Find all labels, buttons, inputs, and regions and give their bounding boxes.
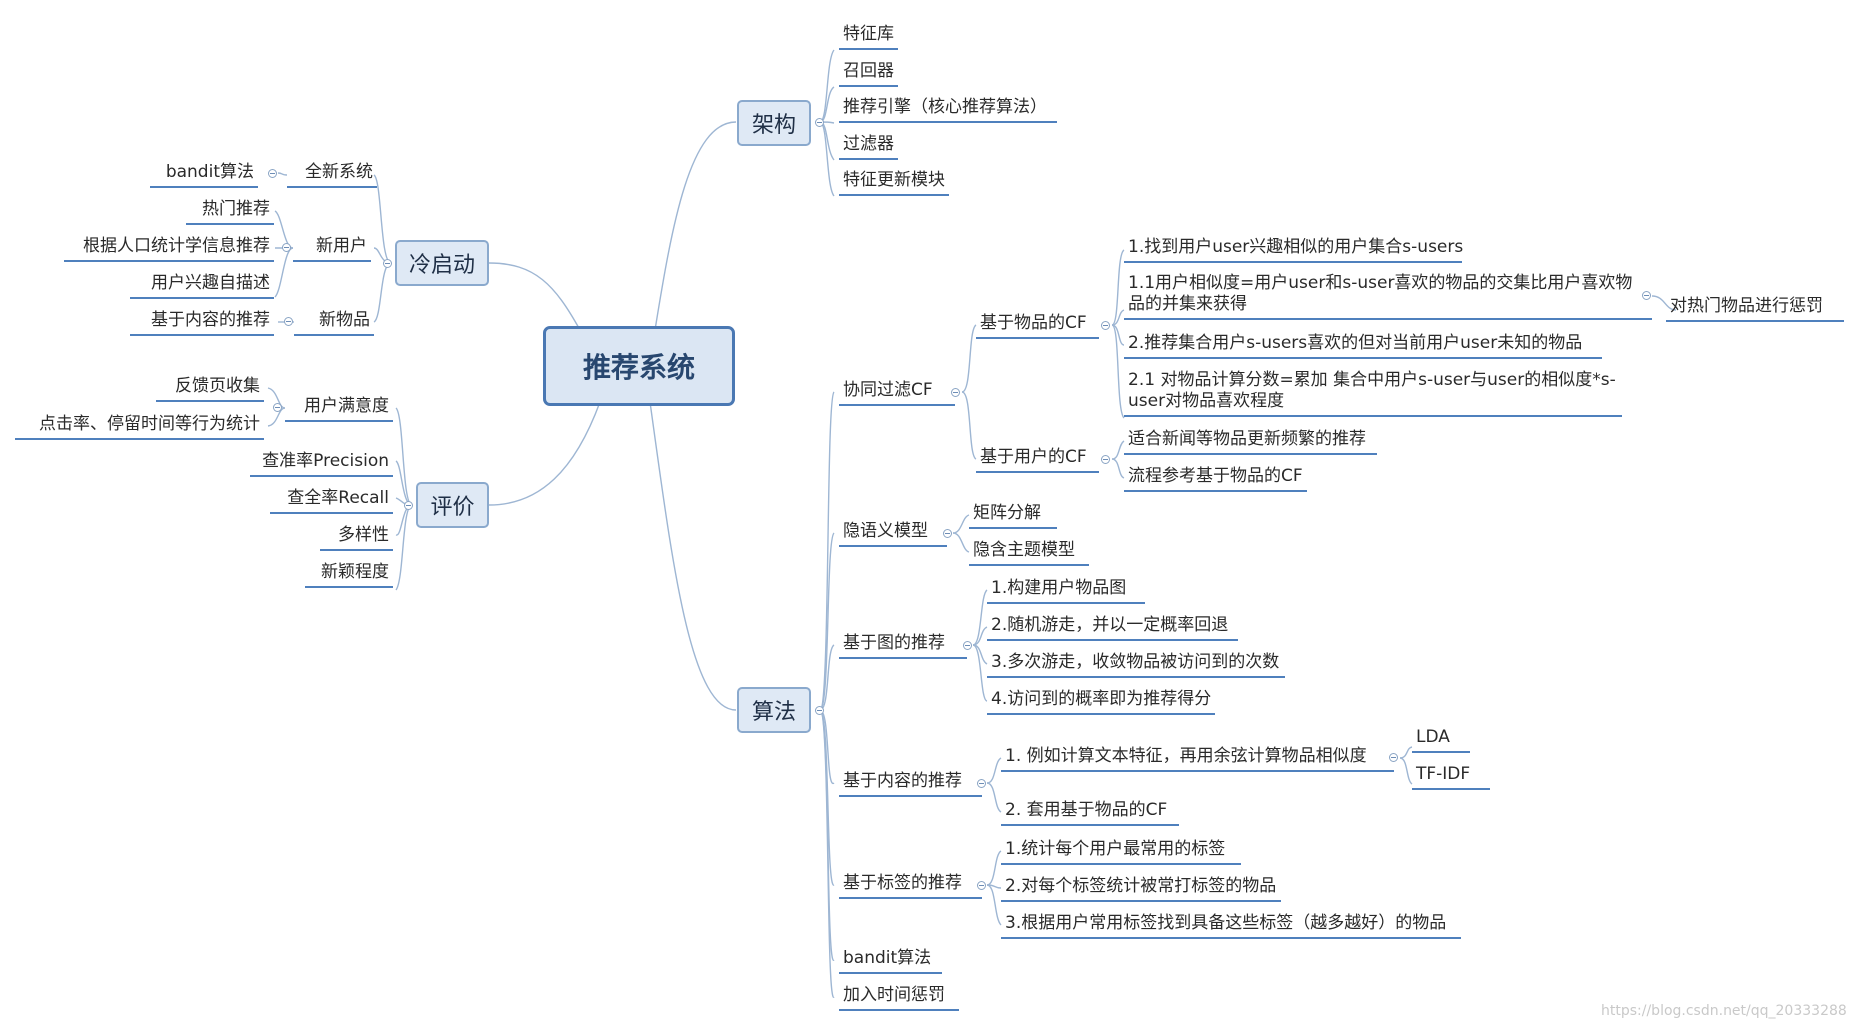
latent-topic[interactable]: 隐含主题模型 xyxy=(969,540,1089,566)
collapse-toggle-icon[interactable] xyxy=(383,259,392,268)
tag-step-1[interactable]: 1.统计每个用户最常用的标签 xyxy=(1001,839,1241,865)
arch-node-feature-update[interactable]: 特征更新模块 xyxy=(839,170,949,196)
content-step-1[interactable]: 1. 例如计算文本特征，再用余弦计算物品相似度 xyxy=(1001,746,1394,772)
root-label: 推荐系统 xyxy=(582,351,695,384)
item-cf-hot-penalty[interactable]: 对热门物品进行惩罚 xyxy=(1666,296,1844,322)
algo-time-penalty[interactable]: 加入时间惩罚 xyxy=(839,985,959,1011)
eval-satisfaction[interactable]: 用户满意度 xyxy=(285,396,393,422)
graph-step-2[interactable]: 2.随机游走，并以一定概率回退 xyxy=(987,615,1238,641)
collapse-toggle-icon[interactable] xyxy=(282,243,291,252)
collapse-toggle-icon[interactable] xyxy=(1642,291,1651,300)
algo-tag[interactable]: 基于标签的推荐 xyxy=(839,873,982,899)
root-node[interactable]: 推荐系统 xyxy=(543,326,735,406)
branch-evaluation-label: 评价 xyxy=(430,495,475,520)
arch-node-engine[interactable]: 推荐引擎（核心推荐算法） xyxy=(839,97,1057,123)
content-tfidf[interactable]: TF-IDF xyxy=(1412,764,1490,790)
algo-latent[interactable]: 隐语义模型 xyxy=(839,521,947,547)
tag-step-2[interactable]: 2.对每个标签统计被常打标签的物品 xyxy=(1001,876,1281,902)
collapse-toggle-icon[interactable] xyxy=(1101,321,1110,330)
content-lda[interactable]: LDA xyxy=(1412,727,1470,753)
coldstart-new-item[interactable]: 新物品 xyxy=(294,310,374,336)
user-cf-news[interactable]: 适合新闻等物品更新频繁的推荐 xyxy=(1124,429,1377,455)
collapse-toggle-icon[interactable] xyxy=(963,641,972,650)
collapse-toggle-icon[interactable] xyxy=(977,881,986,890)
user-cf-flow[interactable]: 流程参考基于物品的CF xyxy=(1124,466,1307,492)
arch-node-filter[interactable]: 过滤器 xyxy=(839,134,898,160)
content-step-2[interactable]: 2. 套用基于物品的CF xyxy=(1001,800,1179,826)
algo-graph[interactable]: 基于图的推荐 xyxy=(839,633,967,659)
collapse-toggle-icon[interactable] xyxy=(268,169,277,178)
coldstart-content-based[interactable]: 基于内容的推荐 xyxy=(130,310,274,336)
branch-cold-start[interactable]: 冷启动 xyxy=(395,240,489,286)
algo-item-cf[interactable]: 基于物品的CF xyxy=(976,313,1099,339)
graph-step-1[interactable]: 1.构建用户物品图 xyxy=(987,578,1145,604)
coldstart-demographic[interactable]: 根据人口统计学信息推荐 xyxy=(64,236,274,262)
eval-precision[interactable]: 查准率Precision xyxy=(250,451,393,477)
arch-node-recall[interactable]: 召回器 xyxy=(839,61,898,87)
collapse-toggle-icon[interactable] xyxy=(284,317,293,326)
branch-algorithms[interactable]: 算法 xyxy=(737,687,811,733)
coldstart-new-system[interactable]: 全新系统 xyxy=(287,162,377,188)
eval-recall[interactable]: 查全率Recall xyxy=(270,488,393,514)
branch-architecture[interactable]: 架构 xyxy=(737,100,811,146)
eval-behavior-stats[interactable]: 点击率、停留时间等行为统计 xyxy=(15,414,264,440)
collapse-toggle-icon[interactable] xyxy=(273,403,282,412)
eval-novelty[interactable]: 新颖程度 xyxy=(305,562,393,588)
tag-step-3[interactable]: 3.根据用户常用标签找到具备这些标签（越多越好）的物品 xyxy=(1001,913,1461,939)
eval-diversity[interactable]: 多样性 xyxy=(320,525,393,551)
collapse-toggle-icon[interactable] xyxy=(943,529,952,538)
collapse-toggle-icon[interactable] xyxy=(815,706,824,715)
collapse-toggle-icon[interactable] xyxy=(951,388,960,397)
arch-node-feature-store[interactable]: 特征库 xyxy=(839,24,898,50)
branch-architecture-label: 架构 xyxy=(751,113,796,138)
coldstart-new-user[interactable]: 新用户 xyxy=(293,236,371,262)
branch-evaluation[interactable]: 评价 xyxy=(416,482,489,528)
algo-cf[interactable]: 协同过滤CF xyxy=(839,380,955,406)
algo-user-cf[interactable]: 基于用户的CF xyxy=(976,447,1099,473)
collapse-toggle-icon[interactable] xyxy=(1389,753,1398,762)
graph-step-4[interactable]: 4.访问到的概率即为推荐得分 xyxy=(987,689,1215,715)
algo-bandit[interactable]: bandit算法 xyxy=(839,948,942,974)
collapse-toggle-icon[interactable] xyxy=(815,118,824,127)
item-cf-step-2-1[interactable]: 2.1 对物品计算分数=累加 集合中用户s-user与user的相似度*s-us… xyxy=(1124,370,1622,417)
collapse-toggle-icon[interactable] xyxy=(1101,455,1110,464)
item-cf-step-1[interactable]: 1.找到用户user兴趣相似的用户集合s-users xyxy=(1124,237,1463,263)
collapse-toggle-icon[interactable] xyxy=(404,501,413,510)
item-cf-step-1-1[interactable]: 1.1用户相似度=用户user和s-user喜欢的物品的交集比用户喜欢物品的并集… xyxy=(1124,273,1652,320)
algo-content[interactable]: 基于内容的推荐 xyxy=(839,771,982,797)
eval-feedback-page[interactable]: 反馈页收集 xyxy=(156,376,264,402)
branch-cold-start-label: 冷启动 xyxy=(408,253,475,278)
graph-step-3[interactable]: 3.多次游走，收敛物品被访问到的次数 xyxy=(987,652,1285,678)
item-cf-step-2[interactable]: 2.推荐集合用户s-users喜欢的但对当前用户user未知的物品 xyxy=(1124,333,1602,359)
coldstart-self-describe[interactable]: 用户兴趣自描述 xyxy=(130,273,274,299)
branch-algorithms-label: 算法 xyxy=(751,700,796,725)
watermark: https://blog.csdn.net/qq_20333288 xyxy=(1601,1003,1847,1019)
collapse-toggle-icon[interactable] xyxy=(977,779,986,788)
coldstart-bandit[interactable]: bandit算法 xyxy=(150,162,258,188)
latent-mf[interactable]: 矩阵分解 xyxy=(969,503,1057,529)
coldstart-hot[interactable]: 热门推荐 xyxy=(186,199,274,225)
